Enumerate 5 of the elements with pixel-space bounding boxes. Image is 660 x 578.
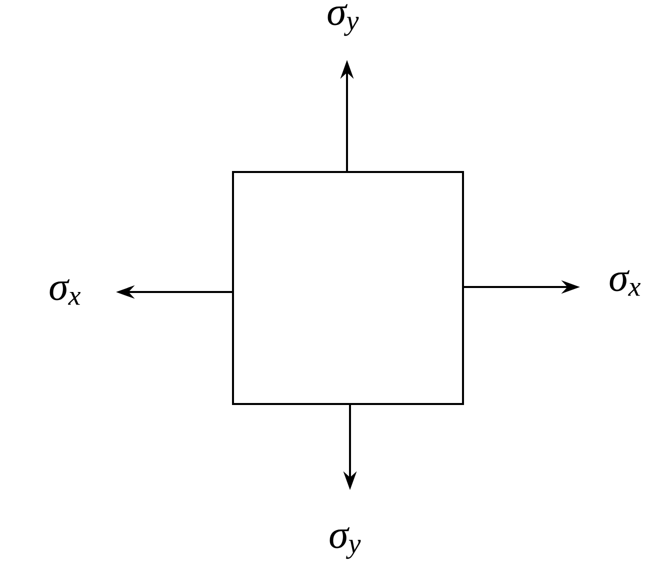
stress-label: σ$_{x}$ xyxy=(50,279,81,305)
stress-label: σ$_{y}$ xyxy=(330,527,361,559)
stress-label: σ$_{x}$ xyxy=(610,270,641,296)
stress-label: σ$_{y}$ xyxy=(328,4,359,36)
square-element xyxy=(232,171,464,405)
